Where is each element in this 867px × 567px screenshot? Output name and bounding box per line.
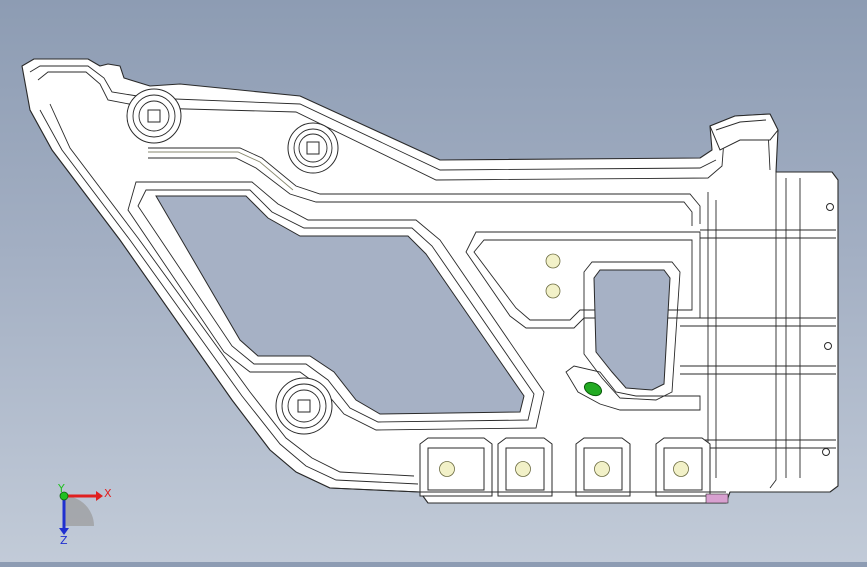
z-axis-label: Z — [60, 534, 68, 547]
mount-hole-right-3[interactable] — [822, 448, 830, 456]
right-panel — [680, 172, 836, 489]
y-axis-dot — [59, 491, 69, 501]
dimple-2 — [545, 283, 561, 299]
top-right-tab — [709, 113, 779, 151]
lower-right-emboss — [565, 365, 701, 411]
z-axis-arrow — [59, 528, 69, 535]
highlighted-edge — [705, 493, 729, 504]
y-axis-label: Y — [57, 482, 65, 495]
dimple-3 — [439, 461, 455, 477]
boss-bottom-left[interactable] — [275, 377, 333, 435]
boss-top-middle[interactable] — [287, 122, 339, 174]
mount-hole-right-1[interactable] — [826, 203, 834, 211]
dimple-1 — [545, 253, 561, 269]
mount-hole-right-2[interactable] — [824, 342, 832, 350]
center-pocket — [465, 231, 701, 329]
cutout-left-window[interactable] — [127, 181, 545, 431]
boss-top-left[interactable] — [126, 88, 182, 144]
dimple-4 — [515, 461, 531, 477]
dimple-6 — [673, 461, 689, 477]
coordinate-triad[interactable]: X Y Z — [57, 482, 112, 547]
selected-feature[interactable] — [582, 380, 603, 398]
dimple-5 — [594, 461, 610, 477]
upper-bead — [148, 147, 701, 226]
cutout-center-window[interactable] — [583, 261, 681, 401]
x-axis-label: X — [104, 487, 112, 500]
x-axis-arrow — [96, 491, 103, 501]
dimple-features[interactable] — [439, 253, 689, 477]
